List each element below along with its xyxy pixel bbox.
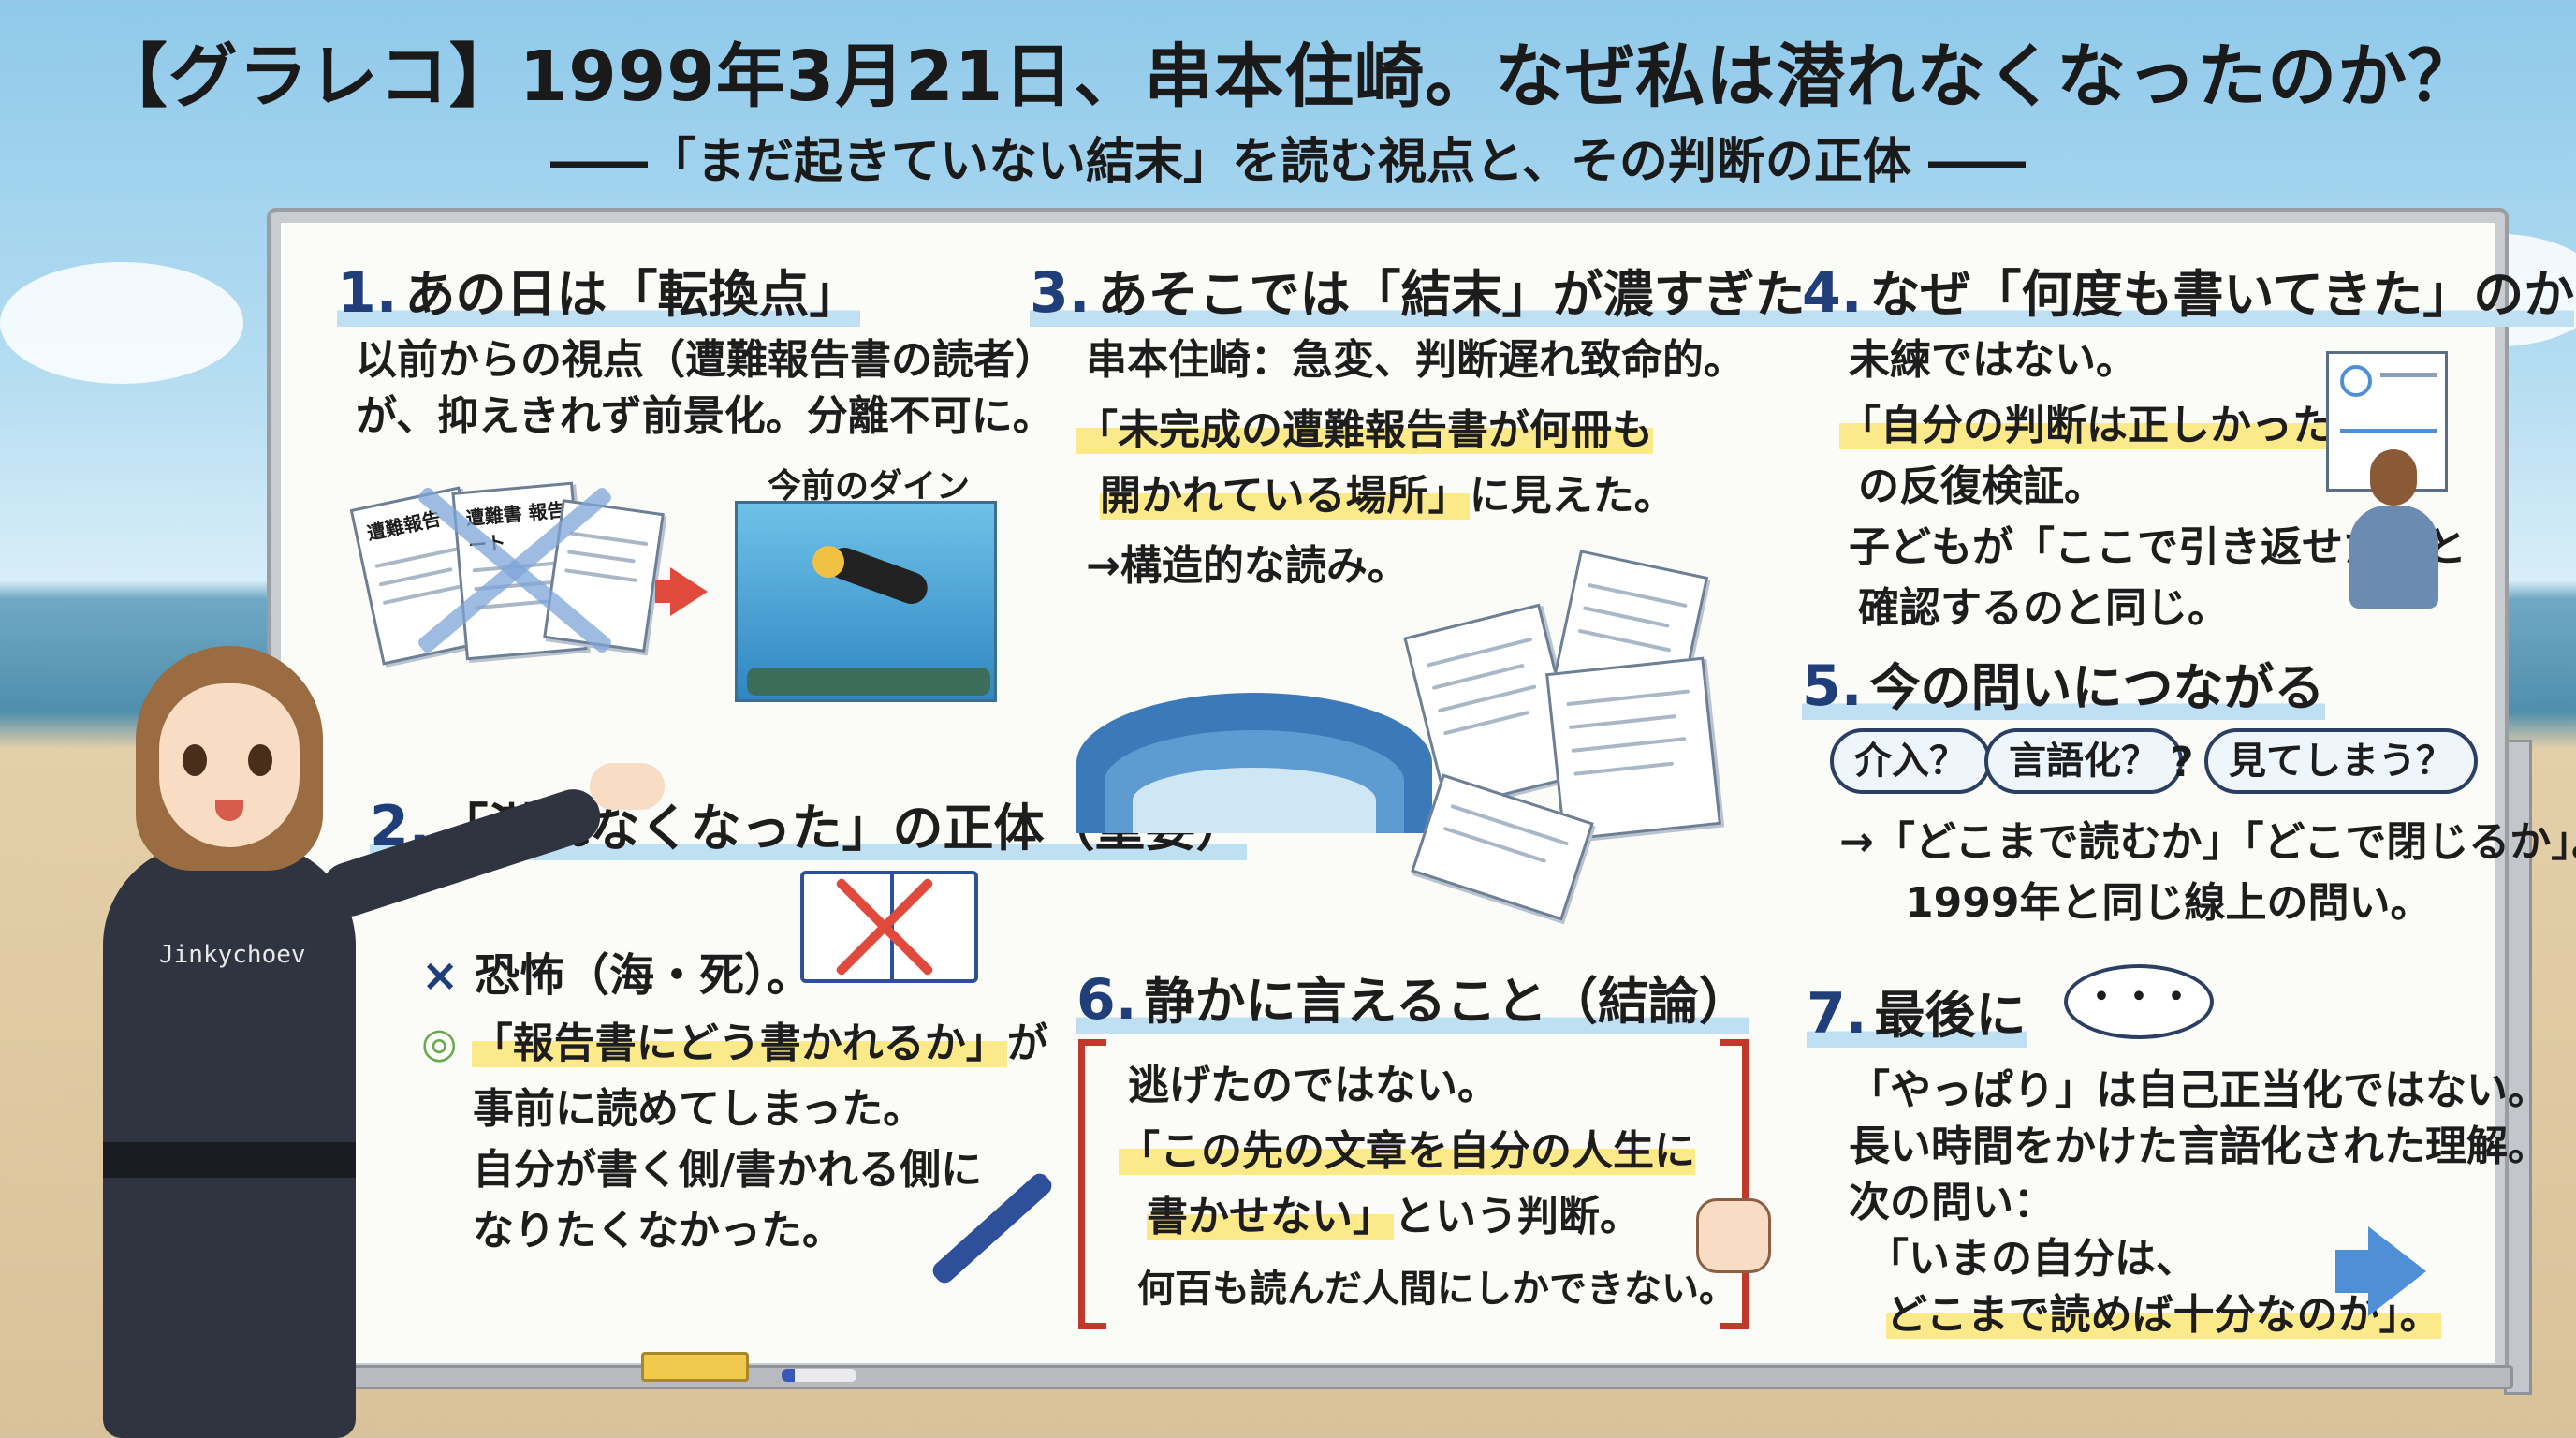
scattered-report-icon bbox=[1545, 656, 1721, 842]
x-mark-icon: × bbox=[421, 949, 460, 1002]
section-2-line: 自分が書く側/書かれる側に bbox=[473, 1146, 983, 1194]
eraser bbox=[641, 1352, 749, 1382]
face bbox=[159, 683, 300, 847]
weight-belt bbox=[103, 1142, 356, 1178]
section-6-number: 6. bbox=[1076, 967, 1137, 1033]
question-bubble: 言語化？ bbox=[1984, 728, 2183, 794]
eye bbox=[248, 744, 272, 776]
section-1-line: が、抑えきれず前景化。分離不可に。 bbox=[356, 392, 1054, 440]
page-title: 【グラレコ】1999年3月21日、串本住崎。なぜ私は潜れなくなったのか？ bbox=[97, 37, 2479, 117]
section-5-line: →「どこまで読むか」「どこで閉じるか」。 bbox=[1839, 818, 2576, 866]
section-3-highlight-rest: に見えた。 bbox=[1469, 472, 1676, 520]
section-1-number: 1. bbox=[337, 260, 398, 326]
section-7-line: 次の問い： bbox=[1849, 1179, 2055, 1226]
open-book-icon bbox=[800, 871, 978, 983]
section-3-highlight: 「未完成の遭難報告書が何冊も bbox=[1076, 403, 1653, 458]
section-2-line: 事前に読めてしまった。 bbox=[473, 1085, 925, 1133]
section-4-number: 4. bbox=[1802, 260, 1863, 326]
section-1-line: 以前からの視点（遭難報告書の読者） bbox=[356, 336, 1056, 384]
section-7-title: 最後に bbox=[1874, 986, 2027, 1045]
o-item-highlight: 「報告書にどう書かれるか」 bbox=[471, 1020, 1007, 1067]
section-4-highlight-text: 「自分の判断は正しかったか」 bbox=[1839, 402, 2416, 449]
section-3-title: あそこでは「結末」が濃すぎた bbox=[1097, 265, 1806, 324]
section-7-line: 「やっぱり」は自己正当化ではない。 bbox=[1849, 1066, 2549, 1114]
section-3-highlight-2: 開かれている場所」 bbox=[1100, 472, 1470, 520]
arrow-right-icon bbox=[655, 580, 674, 603]
section-7-highlight-text: どこまで読めば十分なのか」。 bbox=[1886, 1291, 2441, 1339]
marker bbox=[782, 1369, 856, 1382]
section-3-number: 3. bbox=[1030, 260, 1090, 326]
o-item-rest: が bbox=[1006, 1020, 1048, 1067]
section-4-line: の反復検証。 bbox=[1858, 462, 2105, 510]
section-4-highlight: 「自分の判断は正しかったか」 bbox=[1839, 398, 2416, 453]
section-6-highlight: 書かせない」という判断。 bbox=[1147, 1189, 1641, 1244]
x-item-text: 恐怖（海・死）。 bbox=[474, 949, 812, 1002]
mouth bbox=[215, 800, 243, 821]
question-bubble: 見てしまう？ bbox=[2204, 728, 2478, 794]
section-7-line: 長い時間をかけた言語化された理解。 bbox=[1849, 1123, 2549, 1170]
cloud bbox=[0, 262, 243, 384]
section-6-line: 逃げたのではない。 bbox=[1128, 1062, 1499, 1109]
section-7-line: 「いまの自分は、 bbox=[1867, 1235, 2197, 1283]
easel-leg bbox=[2504, 740, 2532, 1395]
arrow-right-icon bbox=[2368, 1226, 2426, 1316]
section-6-heading: 6.静かに言えること（結論） bbox=[1076, 960, 1749, 1034]
diver-caption: 今前のダイン bbox=[768, 467, 971, 506]
wetsuit-logo-text: Jinkychoev bbox=[159, 941, 306, 969]
section-1-heading: 1.あの日は「転換点」 bbox=[337, 253, 860, 327]
section-5-number: 5. bbox=[1802, 653, 1863, 719]
section-6-highlight-2: 書かせない」 bbox=[1147, 1193, 1394, 1240]
pointing-hand bbox=[590, 763, 665, 810]
section-6-title: 静かに言えること（結論） bbox=[1144, 972, 1749, 1031]
double-circle-icon: ◎ bbox=[421, 1020, 458, 1067]
section-6-highlight: 「この先の文章を自分の人生に bbox=[1119, 1123, 1695, 1179]
speech-bubble-icon: ・・・ bbox=[2064, 964, 2214, 1039]
section-4-title: なぜ「何度も書いてきた」のか bbox=[1869, 265, 2575, 324]
x-item: × 恐怖（海・死）。 bbox=[421, 946, 812, 1006]
section-6-line: 何百も読んだ人間にしかできない。 bbox=[1137, 1268, 1736, 1311]
section-3-line: 串本住崎：急変、判断遅れ致命的。 bbox=[1086, 336, 1745, 384]
section-1-title: あの日は「転換点」 bbox=[404, 265, 860, 324]
arrow-right-icon bbox=[2335, 1250, 2371, 1293]
section-3-highlight: 開かれている場所」に見えた。 bbox=[1100, 468, 1676, 523]
diver-illustration bbox=[735, 501, 997, 702]
section-7-number: 7. bbox=[1807, 981, 1867, 1047]
section-2-line: なりたくなかった。 bbox=[473, 1207, 843, 1255]
section-7-highlight: どこまで読めば十分なのか」。 bbox=[1886, 1287, 2441, 1343]
o-item: ◎ 「報告書にどう書かれるか」が bbox=[421, 1016, 1048, 1071]
section-3-highlight-1: 「未完成の遭難報告書が何冊も bbox=[1076, 406, 1653, 454]
section-7-heading: 7.最後に bbox=[1807, 974, 2027, 1048]
section-6-highlight-rest: という判断。 bbox=[1394, 1193, 1641, 1240]
question-mark: ? bbox=[2170, 739, 2194, 786]
section-4-line: 確認するのと同じ。 bbox=[1858, 584, 2229, 632]
section-5-heading: 5.今の問いにつながる bbox=[1802, 646, 2325, 720]
section-4-heading: 4.なぜ「何度も書いてきた」のか bbox=[1802, 253, 2575, 327]
presenter-illustration: Jinkychoev bbox=[66, 618, 665, 1438]
question-bubble: 介入？ bbox=[1830, 728, 1991, 794]
section-3-heading: 3.あそこでは「結末」が濃すぎた bbox=[1030, 253, 1806, 327]
section-4-line: 未練ではない。 bbox=[1849, 336, 2137, 384]
fist-icon bbox=[1696, 1198, 1771, 1273]
section-6-highlight-1: 「この先の文章を自分の人生に bbox=[1119, 1127, 1695, 1175]
section-5-line: 1999年と同じ線上の問い。 bbox=[1905, 879, 2432, 927]
arrow-right-icon bbox=[670, 567, 708, 616]
section-3-line: →構造的な読み。 bbox=[1086, 542, 1409, 590]
bracket-right bbox=[1720, 1039, 1749, 1329]
page-subtitle: ――「まだ起きていない結末」を読む視点と、その判断の正体 ―― bbox=[549, 134, 2027, 190]
wave-illustration bbox=[1076, 655, 1432, 833]
eye bbox=[183, 744, 207, 776]
wetsuit bbox=[103, 843, 356, 1438]
bracket-left bbox=[1078, 1039, 1106, 1329]
reading-person-icon bbox=[2340, 449, 2443, 609]
section-5-title: 今の問いにつながる bbox=[1869, 658, 2325, 717]
